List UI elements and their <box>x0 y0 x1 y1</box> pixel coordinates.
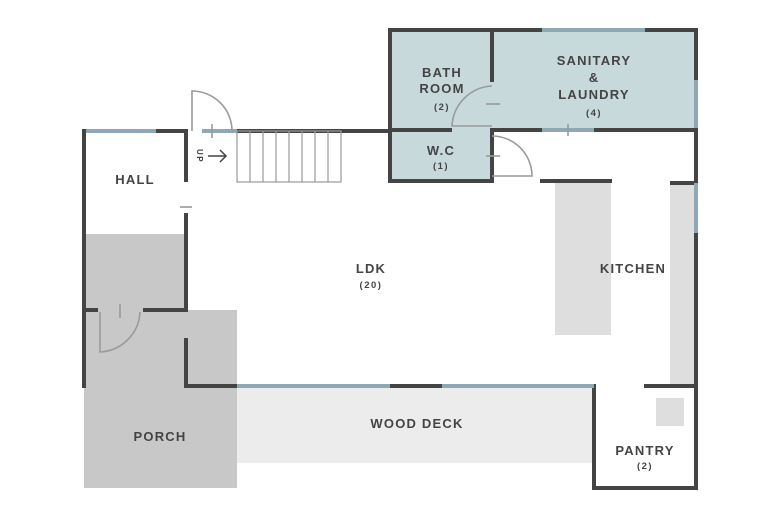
windows <box>86 28 698 388</box>
stair-arrow-icon <box>208 149 228 163</box>
entry-door-swing <box>191 90 233 132</box>
doors <box>99 85 569 353</box>
pantry-shelf <box>656 398 684 426</box>
sanitary-label-line1: SANITARY <box>557 53 632 68</box>
sanitary-area <box>492 30 696 130</box>
bathroom-area <box>390 30 492 130</box>
porch-label: PORCH <box>134 429 187 444</box>
wood-deck-label: WOOD DECK <box>370 416 463 431</box>
wc-size: (1) <box>433 161 449 172</box>
wood-deck-area <box>237 388 594 463</box>
hall-label: HALL <box>115 172 154 187</box>
ldk-size: (20) <box>360 280 383 291</box>
room-labels: BATH ROOM (2) SANITARY & LAUNDRY (4) W.C… <box>115 53 674 472</box>
kitchen-counter <box>555 183 611 335</box>
bathroom-label-line2: ROOM <box>419 81 464 96</box>
sanitary-label-line2: & <box>589 70 600 85</box>
wc-area <box>390 130 492 181</box>
wc-door-swing <box>491 135 533 177</box>
kitchen-label: KITCHEN <box>600 261 666 276</box>
porch-area <box>84 234 186 310</box>
porch-area-lower <box>84 310 237 488</box>
bathroom-label-line1: BATH <box>422 65 462 80</box>
pantry-size: (2) <box>637 461 653 472</box>
sanitary-label-line3: LAUNDRY <box>558 87 629 102</box>
porch-door-swing <box>99 311 141 353</box>
sanitary-size: (4) <box>586 108 602 119</box>
ldk-label: LDK <box>356 261 386 276</box>
staircase: UP <box>195 130 342 183</box>
bathroom-door-swing <box>451 85 493 127</box>
wc-label: W.C <box>427 143 455 158</box>
kitchen-counter-wall <box>670 183 696 385</box>
bathroom-size: (2) <box>434 102 450 113</box>
stair-up-label: UP <box>195 149 204 163</box>
pantry-label: PANTRY <box>615 443 674 458</box>
